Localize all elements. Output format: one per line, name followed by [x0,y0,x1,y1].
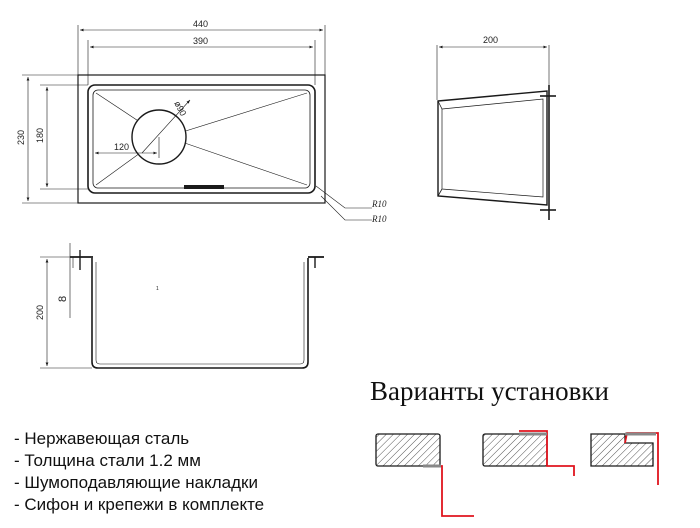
bowl-diagonal [175,92,308,135]
feature-item: - Нержавеющая сталь [14,429,190,448]
install-variants-title: Варианты установки [370,376,609,406]
sink-outer-rim [77,74,326,204]
sink-bowl-inner [92,89,311,189]
overflow-slot [184,185,224,189]
dim-drain-offset: 120 [114,142,129,152]
dim-flange: 8 [57,296,69,302]
dim-width-outer: 440 [193,19,208,29]
sink-bowl-outer [87,84,316,194]
dim-height-inner: 180 [35,128,45,143]
dim-height-outer: 230 [16,130,26,145]
dim-side-width: 200 [483,35,498,45]
dim-radius-top: R10 [371,199,387,209]
feature-item: - Толщина стали 1.2 мм [14,451,201,470]
install-variant-top-mount [590,432,659,485]
bowl-diagonal [175,139,308,186]
feature-item: - Сифон и крепежи в комплекте [14,495,265,514]
dim-radius-bottom: R10 [371,214,387,224]
top-view [22,25,372,221]
stray-mark: 1 [156,286,159,292]
feature-item: - Шумоподавляющие накладки [14,473,258,492]
install-variant-flush [482,430,575,476]
side-view [436,45,556,220]
feature-list: - Нержавеющая сталь - Толщина стали 1.2 … [14,428,264,516]
section-view [40,243,324,369]
dim-width-inner: 390 [193,36,208,46]
install-variant-undermount [375,433,474,517]
dim-section-depth: 200 [35,305,45,320]
